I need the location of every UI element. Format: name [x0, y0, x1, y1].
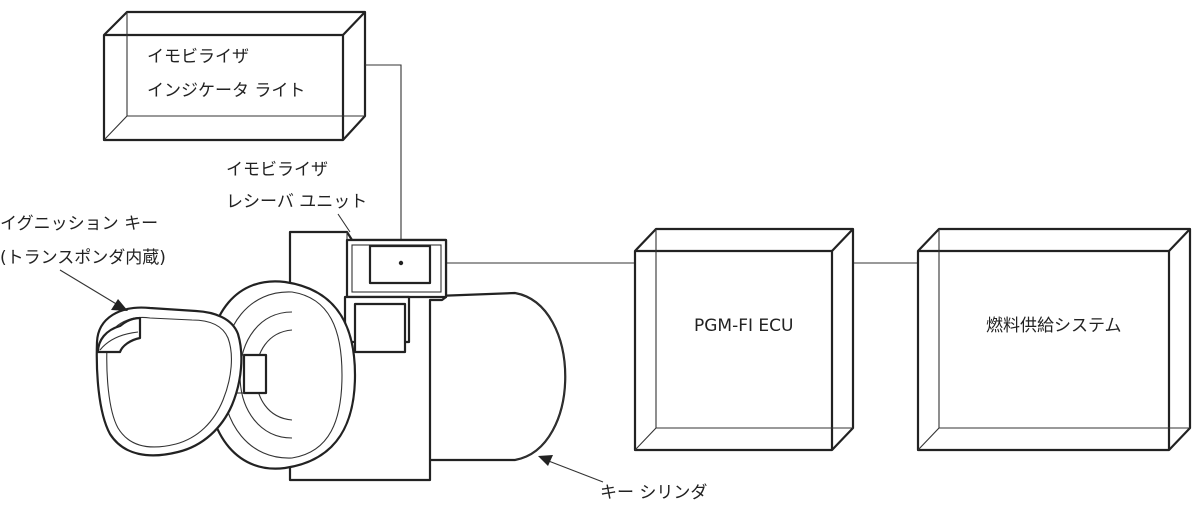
- fuel-system-label: 燃料供給システム: [986, 316, 1122, 336]
- ignition-key-label-line2: (トランスポンダ内蔵): [0, 248, 166, 268]
- ecu-box: PGM-FI ECU: [633, 227, 855, 452]
- ecu-label: PGM-FI ECU: [694, 316, 793, 336]
- key-lock-face: [205, 280, 357, 470]
- receiver-unit-leader-line: [337, 213, 351, 233]
- ignition-key-arrowhead: [111, 299, 128, 311]
- switch-block: [343, 295, 411, 354]
- ignition-key-callout: イグニッション キー (トランスポンダ内蔵): [0, 214, 166, 311]
- key-cylinder-arrow-line: [545, 459, 604, 483]
- receiver-unit-label-line2: レシーバ ユニット: [226, 192, 367, 212]
- key-cylinder-callout: キー シリンダ: [538, 455, 707, 503]
- receiver-unit-label-line1: イモビライザ: [226, 160, 328, 180]
- fuel-system-box: 燃料供給システム: [916, 227, 1192, 452]
- ignition-key-label-line1: イグニッション キー: [0, 214, 158, 234]
- ignition-key-head: [95, 306, 243, 457]
- key-cylinder: [408, 291, 567, 462]
- key-cylinder-label: キー シリンダ: [600, 483, 707, 503]
- receiver-unit: [345, 238, 448, 299]
- indicator-light-label-line2: インジケータ ライト: [147, 81, 305, 101]
- indicator-light-box: イモビライザ インジケータ ライト: [102, 10, 367, 142]
- ignition-key-arrow-line: [59, 269, 119, 306]
- indicator-light-label-line1: イモビライザ: [147, 47, 249, 67]
- receiver-unit-callout: イモビライザ レシーバ ユニット: [226, 160, 367, 233]
- key-cylinder-arrowhead: [538, 455, 553, 466]
